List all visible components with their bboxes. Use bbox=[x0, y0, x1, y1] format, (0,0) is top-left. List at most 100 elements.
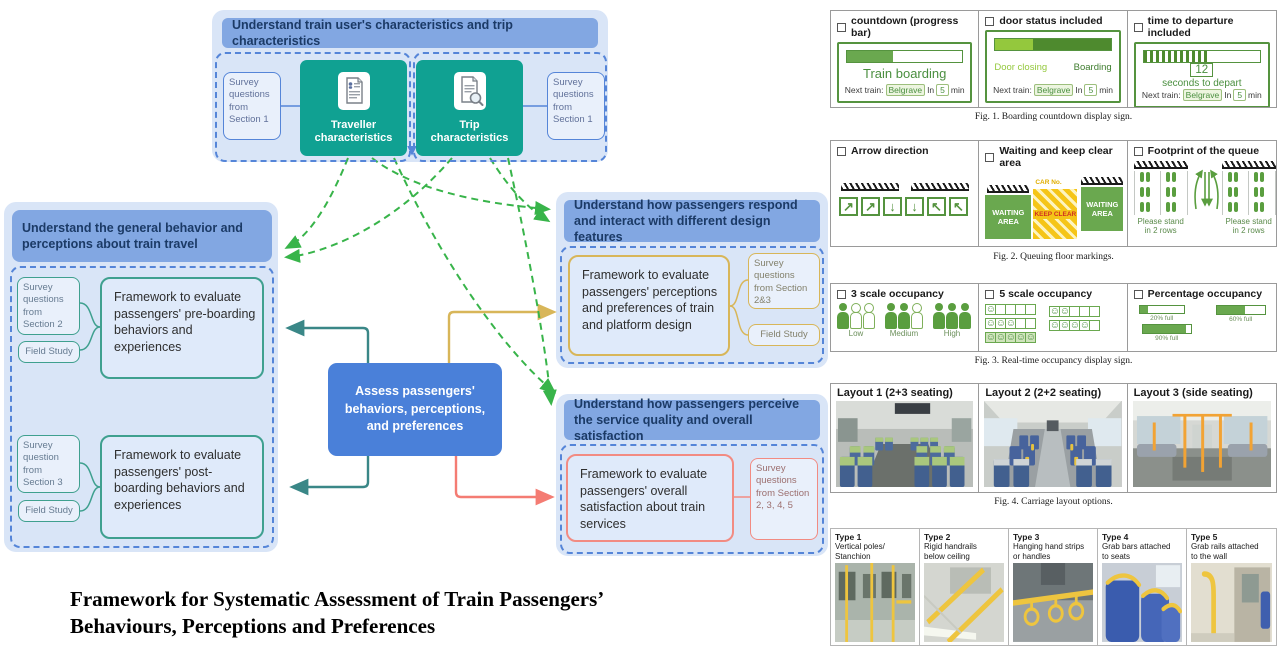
fig3-label-2: 5 scale occupancy bbox=[999, 288, 1093, 300]
trip-characteristics-box: Trip characteristics bbox=[416, 60, 523, 156]
person-icon bbox=[898, 303, 910, 329]
occupancy-bars-graphic bbox=[985, 304, 1120, 343]
fig3-panel-3scale: 3 scale occupancy Low Medium High bbox=[831, 284, 980, 351]
platform-edge-hatch bbox=[987, 185, 1030, 193]
framework-pre-boarding: Framework to evaluate passengers' pre-bo… bbox=[100, 277, 264, 379]
design-dashed bbox=[560, 246, 824, 364]
top-header: Understand train user's characteristics … bbox=[222, 18, 598, 48]
type1-cell: Type 1 Vertical poles/ Stanchion bbox=[831, 529, 920, 645]
queue-lanes-right bbox=[1221, 171, 1276, 215]
fig2-table: Arrow direction Waiting and keep clear a… bbox=[830, 140, 1277, 247]
bar-90-label: 90% full bbox=[1155, 335, 1179, 342]
checkbox-icon bbox=[837, 22, 846, 32]
type3-desc: Hanging hand strips or handles bbox=[1013, 542, 1085, 561]
traveller-characteristics-box: Traveller characteristics bbox=[300, 60, 407, 156]
departure-sign: 12 seconds to depart Next train: Belgrav… bbox=[1133, 42, 1270, 107]
checkbox-icon bbox=[837, 289, 846, 299]
waiting-area-right: WAITING AREA bbox=[1081, 187, 1124, 231]
footprints-icon bbox=[1165, 172, 1176, 182]
stand-label-right: Please stand in 2 rows bbox=[1225, 217, 1272, 236]
progress-bar bbox=[846, 50, 964, 63]
fig3-caption: Fig. 3. Real-time occupancy display sign… bbox=[974, 356, 1133, 366]
traveller-doc-icon bbox=[337, 71, 370, 110]
field-study-pre: Field Study bbox=[18, 341, 80, 363]
type3-cell: Type 3 Hanging hand strips or handles bbox=[1009, 529, 1098, 645]
type1-photo bbox=[835, 563, 915, 642]
trip-doc-icon bbox=[453, 71, 486, 110]
layout3-title: Layout 3 (side seating) bbox=[1133, 387, 1253, 399]
layout2-title: Layout 2 (2+2 seating) bbox=[985, 387, 1102, 399]
fig1-label-2: door status included bbox=[999, 15, 1103, 27]
platform-edge-hatch bbox=[911, 183, 969, 191]
bar-20-label: 20% full bbox=[1150, 315, 1174, 322]
survey-box-top-left: Survey questions from Section 1 bbox=[223, 72, 281, 140]
occupancy-high: High bbox=[933, 303, 971, 338]
fig2-panel-waiting: Waiting and keep clear area CAR No. WAIT… bbox=[979, 141, 1128, 246]
type5-title: Type 5 bbox=[1191, 532, 1218, 542]
fig3-table: 3 scale occupancy Low Medium High 5 scal… bbox=[830, 283, 1277, 352]
type4-title: Type 4 bbox=[1102, 532, 1129, 542]
fig1-panel-departure: time to departure included 12 seconds to… bbox=[1128, 11, 1276, 107]
queue-flow-arrows-icon bbox=[1193, 169, 1219, 210]
percentage-bars-graphic: 20% full 90% full 60% full bbox=[1134, 300, 1270, 347]
satisfaction-dashed bbox=[560, 444, 824, 554]
fig2-label-2: Waiting and keep clear area bbox=[999, 145, 1113, 169]
person-icon bbox=[946, 303, 958, 329]
striped-progress-bar bbox=[1142, 50, 1261, 63]
fig4-table: Layout 1 (2+3 seating) bbox=[830, 383, 1277, 493]
fig3-panel-5scale: 5 scale occupancy bbox=[979, 284, 1128, 351]
station-chip: Belgrave bbox=[885, 84, 926, 96]
person-icon bbox=[933, 303, 945, 329]
person-icon bbox=[885, 303, 897, 329]
fig3-label-1: 3 scale occupancy bbox=[851, 288, 944, 300]
next-train-line: Next train: Belgrave In 5 min bbox=[845, 84, 965, 96]
design-header: Understand how passengers respond and in… bbox=[564, 198, 820, 244]
bar-20-full bbox=[1138, 305, 1185, 314]
bar-60-full bbox=[1215, 305, 1266, 315]
top-header-label: Understand train user's characteristics … bbox=[232, 17, 513, 48]
footprints-icon bbox=[1227, 172, 1238, 182]
type5-cell: Type 5 Grab rails attached to the wall bbox=[1187, 529, 1276, 645]
type3-title: Type 3 bbox=[1013, 532, 1040, 542]
arrow-tiles bbox=[839, 197, 968, 216]
boarding-label: Boarding bbox=[1073, 62, 1112, 73]
fig1-caption: Fig. 1. Boarding countdown display sign. bbox=[974, 112, 1133, 122]
fig2-panel-footprints: Footprint of the queue Please stand in 2… bbox=[1128, 141, 1276, 246]
in-word: In bbox=[927, 85, 935, 95]
type2-cell: Type 2 Rigid handrails below ceiling bbox=[920, 529, 1009, 645]
occupancy-bar-2of5 bbox=[1049, 306, 1101, 317]
person-outline-icon bbox=[863, 303, 875, 329]
door-status-sign: Door closing Boarding Next train: Belgra… bbox=[985, 30, 1121, 103]
footprints-icon bbox=[1253, 187, 1264, 197]
occupancy-bar-5of5 bbox=[985, 332, 1037, 343]
satisfaction-header-label: Understand how passengers perceive the s… bbox=[574, 396, 800, 444]
platform-edge-hatch bbox=[1081, 177, 1124, 185]
next-train-line: Next train: Belgrave In 5 min bbox=[993, 84, 1113, 96]
type4-photo bbox=[1102, 563, 1182, 642]
checkbox-icon bbox=[837, 146, 846, 156]
person-outline-icon bbox=[850, 303, 862, 329]
sign-title: Train boarding bbox=[862, 66, 947, 81]
departure-value-block: 12 seconds to depart bbox=[1162, 63, 1242, 89]
waiting-area-graphic: CAR No. WAITING AREA KEEP CLEAR WAITING … bbox=[985, 169, 1124, 242]
type2-title: Type 2 bbox=[924, 532, 951, 542]
design-header-label: Understand how passengers respond and in… bbox=[574, 197, 798, 245]
platform-edge-hatch bbox=[841, 183, 899, 191]
platform-edge-hatch bbox=[1133, 161, 1188, 169]
type3-photo bbox=[1013, 563, 1093, 642]
layout1-title: Layout 1 (2+3 seating) bbox=[837, 387, 953, 399]
framework-post-boarding: Framework to evaluate passengers' post-b… bbox=[100, 435, 264, 539]
assess-center-box: Assess passengers' behaviors, perception… bbox=[328, 363, 502, 456]
keep-clear-area: KEEP CLEAR bbox=[1033, 189, 1078, 239]
seconds-value: 12 bbox=[1190, 63, 1214, 77]
types-table: Type 1 Vertical poles/ Stanchion Type 2 … bbox=[830, 528, 1277, 646]
door-closing-label: Door closing bbox=[994, 62, 1048, 73]
general-header-label: Understand the general behavior and perc… bbox=[22, 220, 243, 251]
occupancy-bar-3of5 bbox=[985, 318, 1037, 329]
occupancy-bar-1of5 bbox=[985, 304, 1037, 315]
survey-box-satisfaction: Survey questions from Section 2, 3, 4, 5 bbox=[750, 458, 818, 540]
fig4-layout3: Layout 3 (side seating) bbox=[1128, 384, 1276, 492]
footprints-icon bbox=[1139, 187, 1150, 197]
layout2-photo bbox=[984, 401, 1122, 487]
